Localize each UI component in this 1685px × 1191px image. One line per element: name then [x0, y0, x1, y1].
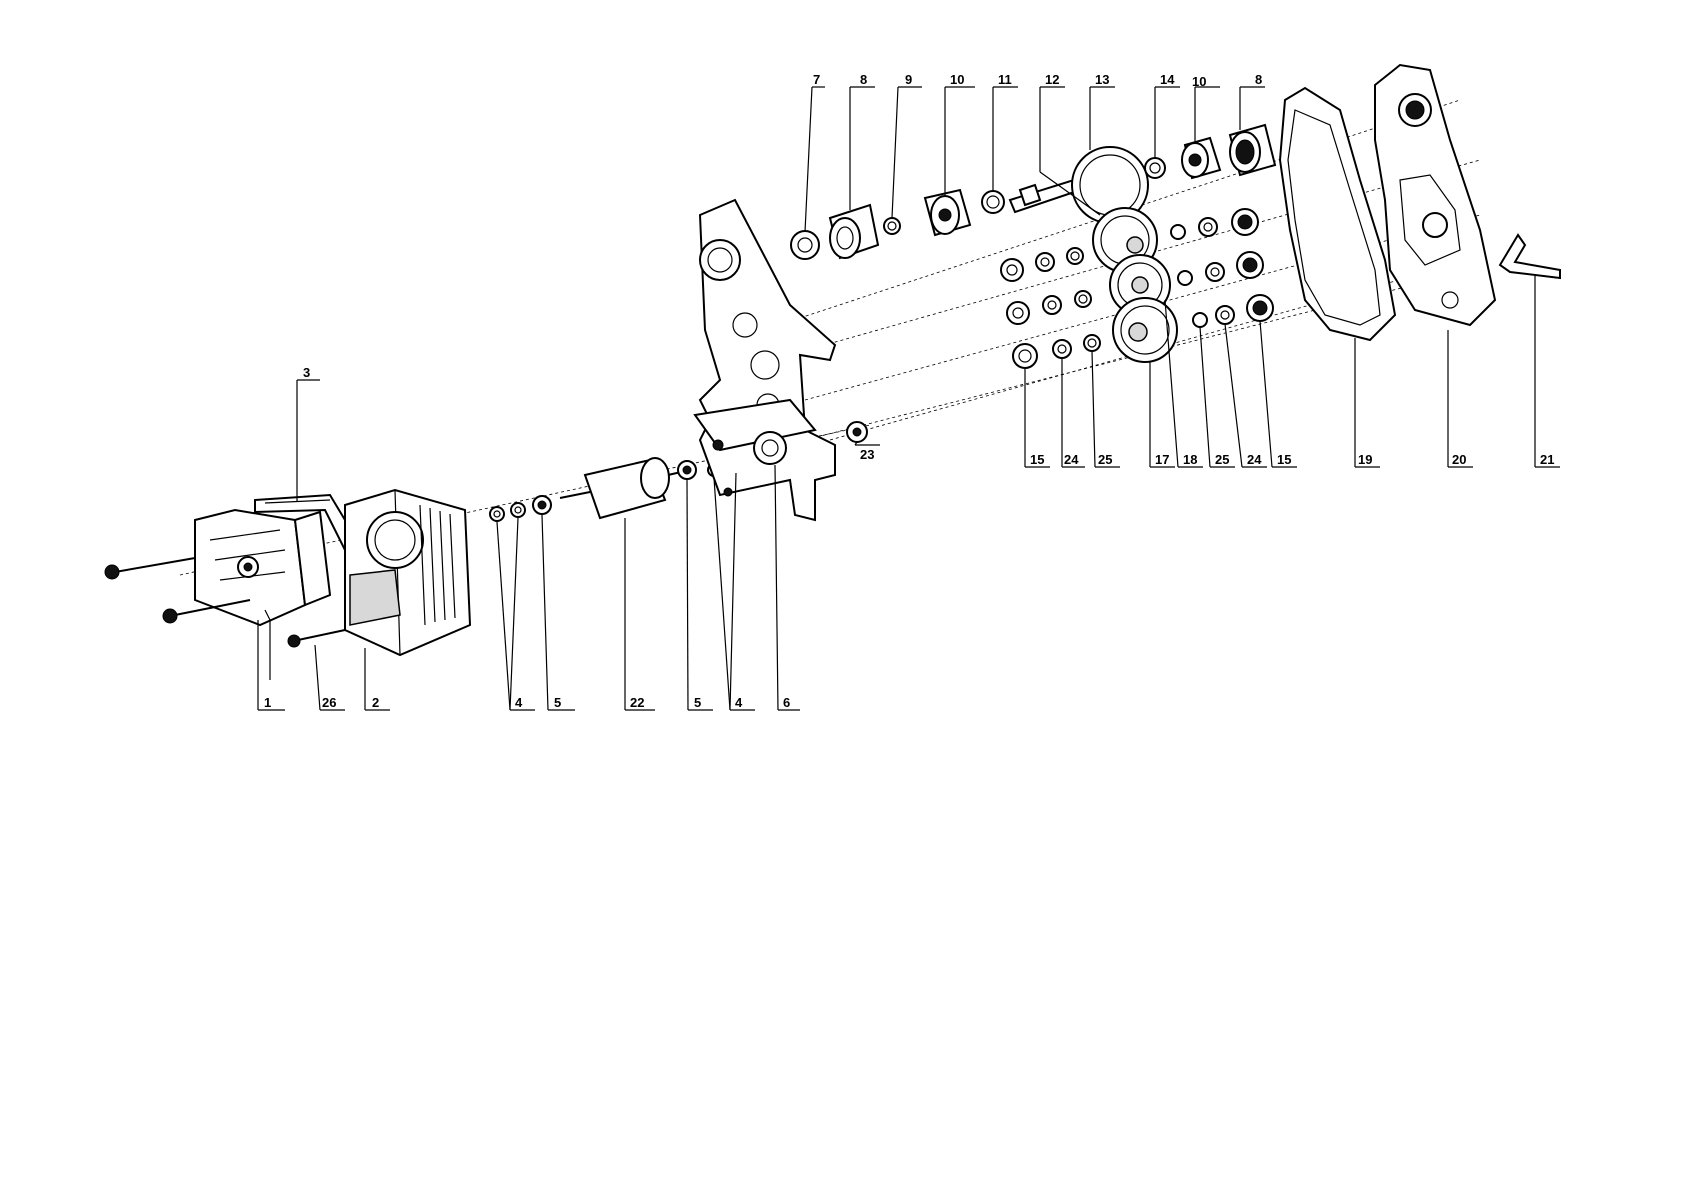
callout-19: 19 — [1358, 452, 1372, 467]
part-bushing-7 — [791, 231, 819, 259]
callout-17: 17 — [1155, 452, 1169, 467]
callout-6: 6 — [783, 695, 790, 710]
callout-25-left: 25 — [1098, 452, 1112, 467]
bolt-short — [288, 630, 345, 647]
callout-25-right: 25 — [1215, 452, 1229, 467]
callout-20: 20 — [1452, 452, 1466, 467]
callout-10-right: 10 — [1192, 74, 1206, 89]
part-stator-lamination — [345, 490, 470, 655]
gear-train — [1093, 208, 1177, 362]
callout-23: 23 — [860, 447, 874, 462]
part-ring-11 — [982, 191, 1004, 213]
callout-1: 1 — [264, 695, 271, 710]
callout-8: 8 — [860, 72, 867, 87]
callout-26: 26 — [322, 695, 336, 710]
callout-15-right: 15 — [1277, 452, 1291, 467]
callout-3: 3 — [303, 365, 310, 380]
callout-15-left: 15 — [1030, 452, 1044, 467]
callout-5-right: 5 — [694, 695, 701, 710]
part-ring-9 — [884, 218, 900, 234]
callout-11: 11 — [998, 72, 1012, 87]
part-bushing-10b — [1182, 138, 1220, 178]
part-washer-14 — [1145, 158, 1165, 178]
callout-8-right: 8 — [1255, 72, 1262, 87]
callout-24-right: 24 — [1247, 452, 1262, 467]
callout-14: 14 — [1160, 72, 1175, 87]
callout-12: 12 — [1045, 72, 1059, 87]
callout-13: 13 — [1095, 72, 1109, 87]
callout-22: 22 — [630, 695, 644, 710]
part-bearing-8b — [1230, 125, 1275, 175]
callout-21: 21 — [1540, 452, 1554, 467]
part-bushing-10 — [925, 190, 970, 235]
part-spring-clip — [1500, 235, 1560, 278]
part-bearing-8 — [830, 205, 878, 258]
bolt-long-top — [105, 558, 195, 579]
callout-2: 2 — [372, 695, 379, 710]
callout-7: 7 — [813, 72, 820, 87]
callout-18: 18 — [1183, 452, 1197, 467]
part-pinion — [847, 422, 867, 442]
callout-9: 9 — [905, 72, 912, 87]
callout-4-right: 4 — [735, 695, 743, 710]
callout-4-left: 4 — [515, 695, 523, 710]
top-shaft-parts — [791, 125, 1275, 259]
part-cover-plate — [1375, 65, 1495, 325]
callout-5-left: 5 — [554, 695, 561, 710]
callout-10: 10 — [950, 72, 964, 87]
callout-24-left: 24 — [1064, 452, 1079, 467]
